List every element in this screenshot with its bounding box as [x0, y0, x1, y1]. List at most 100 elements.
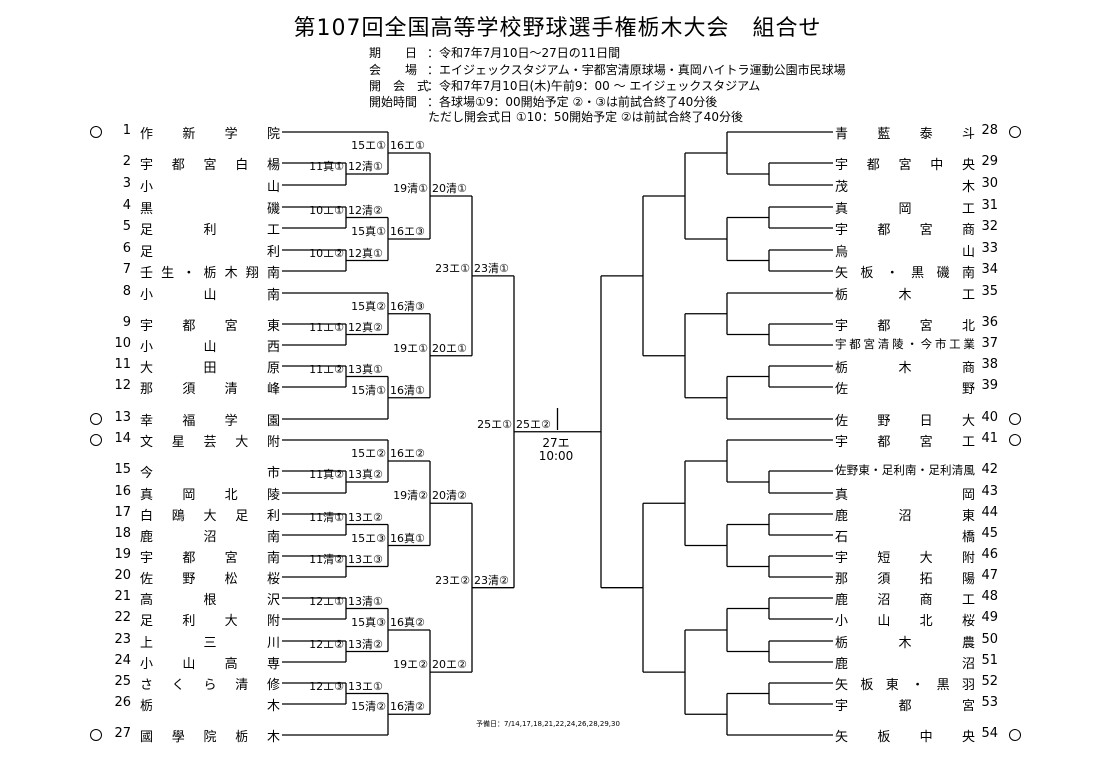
- seed-circle-icon: [90, 126, 102, 138]
- team-number: 26: [114, 695, 131, 710]
- team-name: 幸福学園: [140, 414, 280, 429]
- team-number: 21: [114, 589, 131, 604]
- team-name: 宇短大附: [835, 551, 975, 566]
- seed-circle-icon: [1009, 126, 1021, 138]
- game-label: 11真①: [309, 160, 344, 173]
- team-entry: 46 宇短大附: [0, 547, 1115, 566]
- team-number: 4: [122, 198, 131, 213]
- team-number: 34: [981, 262, 998, 277]
- team-number: 42: [981, 462, 998, 477]
- game-label: 11清①: [309, 510, 344, 524]
- game-label: 15エ①: [351, 139, 386, 152]
- team-number: 1: [122, 123, 131, 138]
- game-label: 23清②: [474, 573, 509, 587]
- team-number: 37: [981, 336, 998, 351]
- game-label: 20エ②: [432, 658, 467, 672]
- team-entry: 42 佐野東・足利南・足利清風: [0, 462, 1115, 480]
- team-name: 白鴎大足利: [140, 509, 280, 524]
- team-name: 矢板・黒磯南: [835, 266, 975, 281]
- team-entry: 14 文星芸大附: [0, 431, 1115, 450]
- page-title: 第107回全国高等学校野球選手権栃木大会 組合せ: [293, 16, 822, 41]
- team-number: 41: [981, 431, 998, 446]
- team-entry: 7 壬生・栃木翔南: [0, 262, 1115, 281]
- game-label: 16エ②: [390, 447, 425, 460]
- team-number: 3: [122, 176, 131, 191]
- team-number: 16: [114, 484, 131, 499]
- game-label: 12エ①: [309, 594, 344, 608]
- team-name: 黒磯: [140, 202, 280, 217]
- game-label: 16真①: [390, 531, 425, 545]
- team-number: 51: [981, 653, 998, 668]
- team-name: 宇都宮東: [140, 319, 280, 334]
- game-label: 12清②: [348, 203, 383, 217]
- team-name: 佐野東・足利南・足利清風: [835, 463, 975, 477]
- final-date: 27エ: [542, 436, 570, 450]
- team-number: 17: [114, 505, 131, 520]
- team-number: 13: [114, 410, 131, 425]
- game-label: 20清①: [432, 182, 467, 195]
- team-number: 29: [981, 154, 998, 169]
- game-label: 23清①: [474, 261, 509, 275]
- game-label: 12真①: [348, 246, 383, 260]
- game-label: 13真①: [348, 362, 383, 376]
- team-number: 2: [122, 154, 131, 169]
- info-label: 期 日: [369, 46, 418, 60]
- team-number: 10: [114, 336, 131, 351]
- team-number: 36: [981, 315, 998, 330]
- team-number: 7: [122, 262, 131, 277]
- team-number: 11: [114, 357, 131, 372]
- final-time: 10:00: [538, 449, 574, 463]
- team-name: 佐野松桜: [140, 572, 280, 587]
- game-label: 11清②: [309, 552, 344, 566]
- info-value: ：令和7年7月10日～27日の11日間: [427, 46, 621, 60]
- game-label: 15エ②: [351, 447, 386, 460]
- team-number: 12: [114, 378, 131, 393]
- seed-circle-icon: [90, 434, 102, 446]
- team-name: 宇都宮南: [140, 551, 280, 566]
- team-name: 小山西: [140, 340, 280, 355]
- seed-circle-icon: [1009, 413, 1021, 425]
- team-name: 文星芸大附: [140, 435, 280, 450]
- team-number: 33: [981, 241, 998, 256]
- game-label: 11エ②: [309, 362, 344, 376]
- team-number: 30: [981, 176, 998, 191]
- team-number: 14: [114, 431, 131, 446]
- team-name: 茂木: [835, 180, 975, 195]
- team-entry: 34 矢板・黒磯南: [0, 262, 1115, 281]
- team-entry: 10 小山西: [0, 336, 1115, 355]
- team-name: 足利工: [140, 223, 280, 238]
- game-label: 13清②: [348, 637, 383, 651]
- game-label: 13真②: [348, 468, 383, 481]
- team-number: 53: [981, 695, 998, 710]
- team-name: 壬生・栃木翔南: [140, 266, 280, 281]
- team-name: 上三川: [140, 636, 280, 651]
- team-entry: 13 幸福学園: [0, 410, 1115, 429]
- team-name: 小山北桜: [835, 614, 975, 629]
- team-name: 今市: [140, 466, 280, 481]
- game-label: 16清①: [390, 383, 425, 397]
- team-name: 鹿沼: [835, 657, 975, 672]
- team-name: 宇都宮: [835, 699, 975, 714]
- team-entry: 17 白鴎大足利: [0, 505, 1115, 524]
- game-label: 15真①: [351, 225, 386, 238]
- team-number: 46: [981, 547, 998, 562]
- team-name: 那須拓陽: [835, 572, 975, 587]
